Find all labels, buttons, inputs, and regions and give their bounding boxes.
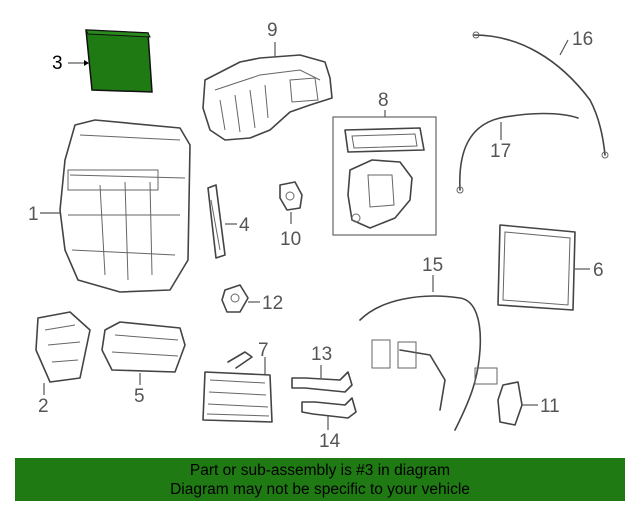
part-16-cable[interactable] xyxy=(472,31,609,159)
part-6-panel[interactable] xyxy=(497,224,576,311)
leader-3-arrow xyxy=(84,60,89,66)
part-12-sensor[interactable] xyxy=(221,284,249,313)
callout-5[interactable]: 5 xyxy=(134,386,145,407)
part-5-tray[interactable] xyxy=(101,321,186,373)
banner-line-1: Part or sub-assembly is #3 in diagram xyxy=(189,462,451,479)
callout-15[interactable]: 15 xyxy=(422,255,443,276)
part-14-hose[interactable] xyxy=(301,397,357,419)
callout-7[interactable]: 7 xyxy=(258,340,269,361)
callout-6[interactable]: 6 xyxy=(593,260,604,281)
parts-diagram: 3 9 8 16 17 1 xyxy=(28,20,609,452)
part-1-hvac-housing[interactable] xyxy=(59,119,191,293)
part-11-bracket[interactable] xyxy=(497,381,523,426)
part-4-seal[interactable] xyxy=(207,184,226,259)
callout-4[interactable]: 4 xyxy=(239,215,250,236)
part-15-harness[interactable] xyxy=(359,295,498,431)
callout-17[interactable]: 17 xyxy=(490,141,511,162)
part-9-duct[interactable] xyxy=(202,54,333,141)
leader-16 xyxy=(559,39,569,56)
callout-14[interactable]: 14 xyxy=(319,431,341,452)
part-17-cable[interactable] xyxy=(456,112,579,194)
callout-16[interactable]: 16 xyxy=(572,29,593,50)
callout-11[interactable]: 11 xyxy=(540,396,560,417)
callout-8[interactable]: 8 xyxy=(378,90,389,111)
info-banner: Part or sub-assembly is #3 in diagram Di… xyxy=(15,458,625,501)
part-2-bracket[interactable] xyxy=(35,311,91,383)
callout-3[interactable]: 3 xyxy=(52,53,63,74)
part-7-core[interactable] xyxy=(202,351,273,423)
callout-2[interactable]: 2 xyxy=(38,396,49,417)
part-8-outlet-box[interactable] xyxy=(332,116,437,236)
part-10-actuator[interactable] xyxy=(279,181,303,211)
part-3-cabin-filter[interactable] xyxy=(85,29,153,93)
callout-1[interactable]: 1 xyxy=(28,204,39,225)
callout-12[interactable]: 12 xyxy=(262,293,283,314)
callout-13[interactable]: 13 xyxy=(311,344,332,365)
part-13-hose[interactable] xyxy=(291,371,353,393)
callout-9[interactable]: 9 xyxy=(267,20,278,41)
banner-line-2: Diagram may not be specific to your vehi… xyxy=(170,481,470,498)
callout-10[interactable]: 10 xyxy=(280,229,301,250)
